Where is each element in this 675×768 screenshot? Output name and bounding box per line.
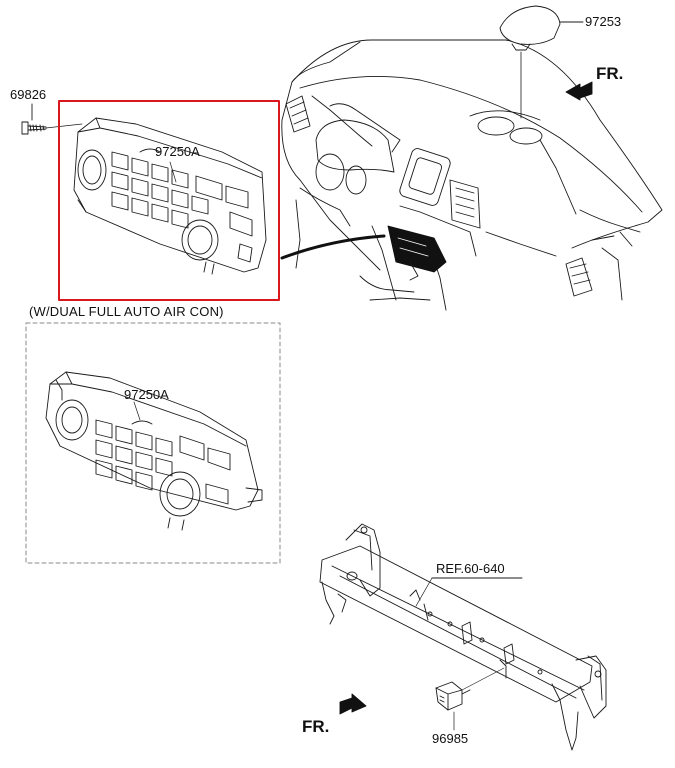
label-ref-crossbar: REF.60-640 xyxy=(436,561,505,576)
label-96985: 96985 xyxy=(432,731,469,746)
heater-control-dual-illustration xyxy=(45,371,263,531)
label-97253: 97253 xyxy=(585,14,622,29)
label-69826: 69826 xyxy=(10,87,47,102)
dual-option-note: (W/DUAL FULL AUTO AIR CON) xyxy=(29,304,224,319)
sensor-96985-illustration xyxy=(435,667,505,731)
label-97250A-main: 97250A xyxy=(155,144,200,159)
dual-option-box xyxy=(25,322,281,564)
front-arrow-top xyxy=(565,81,593,101)
pointer-curve xyxy=(280,234,386,260)
front-label-top: FR. xyxy=(596,64,624,83)
heater-control-main-illustration xyxy=(73,117,267,275)
label-97250A-dual: 97250A xyxy=(124,387,169,402)
front-arrow-bottom xyxy=(339,693,367,715)
highlight-box xyxy=(58,100,280,301)
screw-69826-illustration xyxy=(21,103,83,135)
crossbar-illustration xyxy=(319,523,607,751)
dash-control-location xyxy=(387,225,447,273)
dashboard-illustration xyxy=(281,39,663,311)
front-label-bottom: FR. xyxy=(302,717,330,736)
sensor-97253-illustration xyxy=(499,5,584,119)
